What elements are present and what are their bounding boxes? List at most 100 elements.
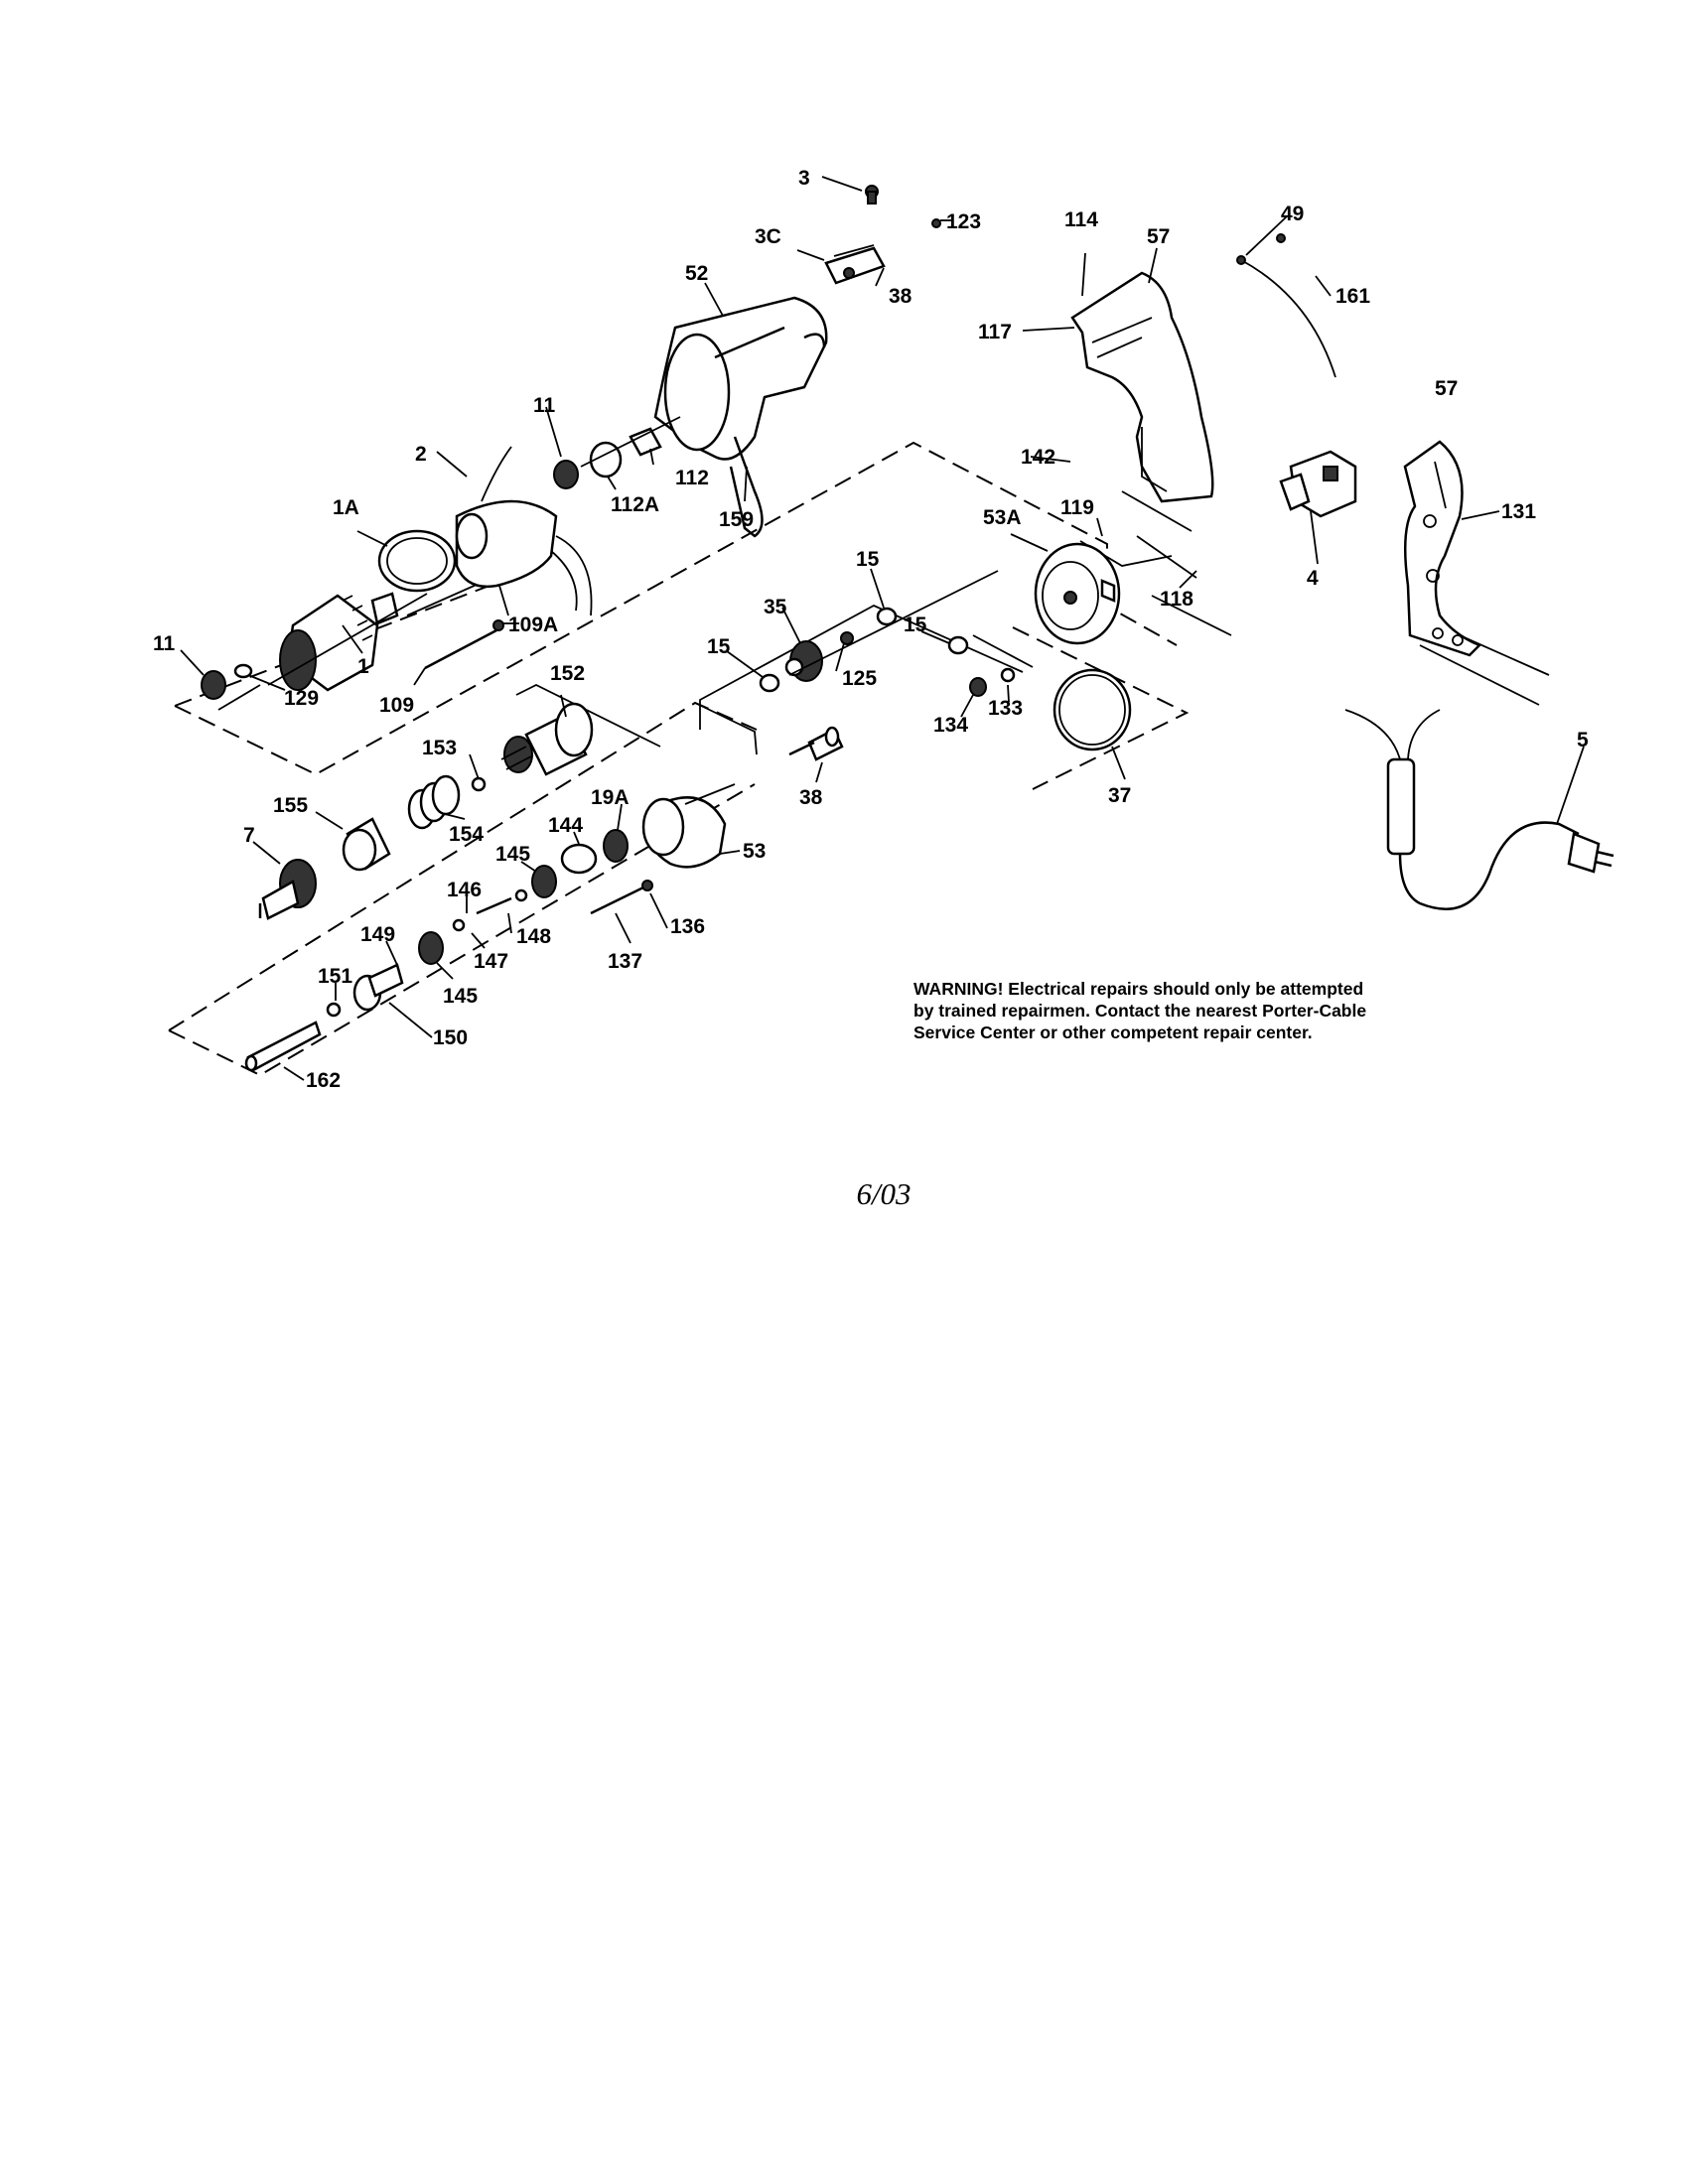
label-1a: 1A <box>333 496 359 519</box>
nut-134 <box>969 677 987 697</box>
label-5: 5 <box>1577 729 1589 751</box>
label-11-top: 11 <box>533 394 556 417</box>
washer-125 <box>840 631 854 645</box>
part-illustrations <box>180 176 1614 1081</box>
label-117: 117 <box>978 321 1012 343</box>
label-53a: 53A <box>983 506 1022 529</box>
gear-145-top <box>531 865 557 898</box>
bearing-15-b <box>759 673 780 693</box>
label-57-top: 57 <box>1147 225 1170 248</box>
label-123: 123 <box>946 210 981 233</box>
label-52: 52 <box>685 262 708 285</box>
screw-109 <box>424 628 497 670</box>
label-53: 53 <box>743 840 766 863</box>
handle-half-57-left <box>1070 271 1214 503</box>
washer-144 <box>560 843 598 875</box>
bearing-155 <box>342 817 391 872</box>
label-134: 134 <box>933 714 968 737</box>
exploded-parts-diagram: 3 3C 123 38 52 114 57 49 161 117 11 2 11… <box>153 167 1614 1092</box>
wire-161 <box>1240 259 1336 378</box>
label-125: 125 <box>842 667 877 690</box>
label-57-right: 57 <box>1435 377 1458 400</box>
spring-154 <box>407 774 461 830</box>
bearing-15-a <box>876 607 898 626</box>
label-114: 114 <box>1064 208 1098 231</box>
gear-145-bottom <box>418 931 444 965</box>
label-152: 152 <box>550 662 585 685</box>
label-15-a: 15 <box>856 548 880 571</box>
label-137: 137 <box>608 950 642 973</box>
label-149: 149 <box>360 923 395 946</box>
spindle-38 <box>788 726 844 761</box>
label-162: 162 <box>306 1069 341 1092</box>
warning-line-2: by trained repairmen. Contact the neares… <box>913 1001 1367 1021</box>
label-7: 7 <box>243 824 255 847</box>
label-145-bottom: 145 <box>443 985 478 1008</box>
baffle-112 <box>629 427 662 457</box>
screw-137 <box>590 885 646 915</box>
washer-148 <box>452 918 466 932</box>
label-11-left: 11 <box>153 632 176 655</box>
label-112a: 112A <box>611 493 659 516</box>
label-2: 2 <box>415 443 427 466</box>
spindle-7 <box>258 859 317 920</box>
label-150: 150 <box>433 1026 468 1049</box>
label-136: 136 <box>670 915 705 938</box>
label-109: 109 <box>379 694 414 717</box>
label-161: 161 <box>1335 285 1370 308</box>
label-3c: 3C <box>755 225 781 248</box>
label-112: 112 <box>675 467 709 489</box>
bearing-11-left <box>201 670 226 700</box>
label-133: 133 <box>988 697 1023 720</box>
bearing-11-top <box>553 460 579 489</box>
label-38-mid: 38 <box>799 786 823 809</box>
label-147: 147 <box>474 950 508 973</box>
brush-holder-assembly <box>824 185 941 285</box>
label-15-c: 15 <box>904 614 927 636</box>
label-154: 154 <box>449 823 484 846</box>
spring-147 <box>476 896 512 915</box>
label-146-top: 146 <box>447 879 482 901</box>
washer-146 <box>514 888 528 902</box>
label-49: 49 <box>1281 203 1304 225</box>
label-151: 151 <box>318 965 352 988</box>
label-35: 35 <box>764 596 787 618</box>
washer-153 <box>471 776 487 792</box>
label-1: 1 <box>357 655 369 678</box>
label-145-top: 145 <box>495 843 530 866</box>
bearing-15-c <box>947 635 969 655</box>
leader-lines <box>180 176 1585 1081</box>
label-131: 131 <box>1501 500 1536 523</box>
label-129: 129 <box>284 687 319 710</box>
armature-1 <box>217 592 428 711</box>
label-144: 144 <box>548 814 583 837</box>
label-153: 153 <box>422 737 457 759</box>
warning-line-3: Service Center or other competent repair… <box>913 1023 1313 1042</box>
label-109a: 109A <box>508 614 558 636</box>
label-159: 159 <box>719 508 754 531</box>
bearing-plate-53a <box>1034 542 1121 645</box>
label-148: 148 <box>516 925 551 948</box>
switch-4 <box>1279 450 1357 518</box>
baffle-1a <box>377 529 457 593</box>
washer-133 <box>1000 667 1016 683</box>
gear-case-53 <box>641 783 736 869</box>
date-code: 6/03 <box>856 1176 912 1211</box>
label-155: 155 <box>273 794 308 817</box>
label-37: 37 <box>1108 784 1131 807</box>
handle-half-57-right <box>1403 440 1482 657</box>
label-38-top: 38 <box>889 285 912 308</box>
washer-151 <box>326 1002 342 1018</box>
warning-line-1: WARNING! Electrical repairs should only … <box>913 979 1364 999</box>
label-3: 3 <box>798 167 810 190</box>
label-119: 119 <box>1060 496 1094 519</box>
shaft-162 <box>244 1021 322 1072</box>
pinion-150 <box>352 963 404 1012</box>
gear-housing-52 <box>653 296 828 538</box>
label-142: 142 <box>1021 446 1055 469</box>
bearing-19a <box>603 829 629 863</box>
field-2 <box>455 446 593 616</box>
label-19a: 19A <box>591 786 630 809</box>
label-15-b: 15 <box>707 635 731 658</box>
